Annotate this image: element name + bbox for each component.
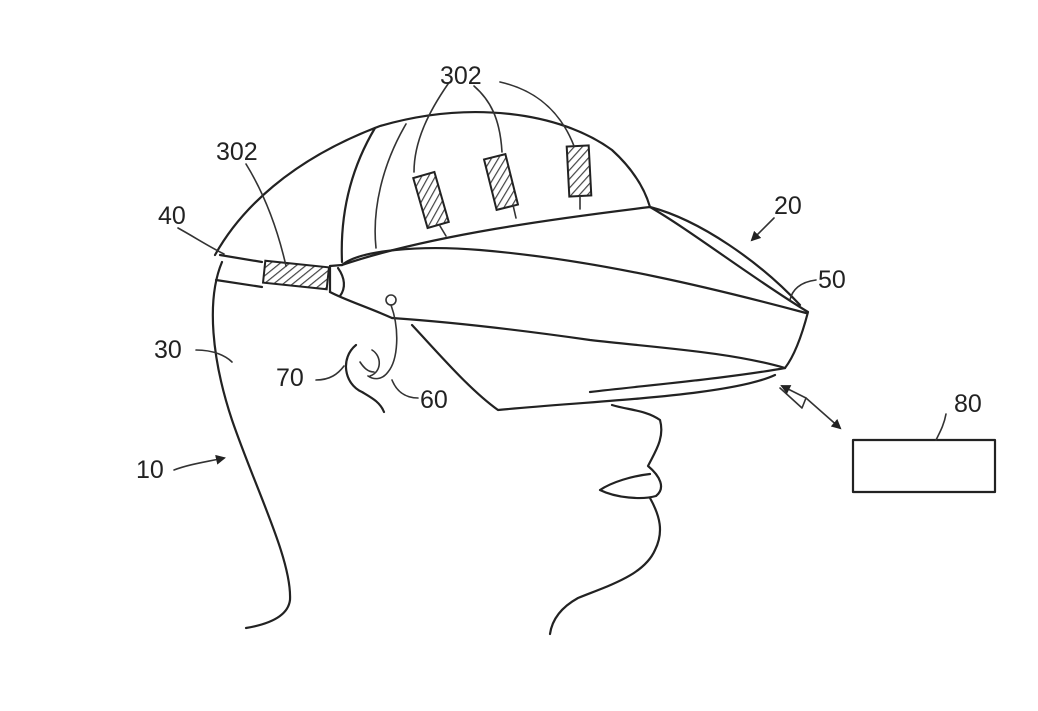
sensor-302-c <box>565 144 593 210</box>
wireless-link <box>779 385 842 430</box>
label-30: 30 <box>154 336 182 364</box>
label-40: 40 <box>158 202 186 230</box>
external-device-80 <box>851 438 997 494</box>
label-10: 10 <box>136 456 164 484</box>
leader-lines <box>173 81 947 471</box>
sensor-302-b <box>482 152 520 219</box>
head-mounted-display <box>213 111 810 412</box>
sensor-302-a <box>412 170 450 237</box>
label-20: 20 <box>774 192 802 220</box>
reference-labels: 302 302 40 20 50 30 70 60 80 10 <box>136 62 982 484</box>
label-302-top: 302 <box>440 62 482 90</box>
label-60: 60 <box>420 386 448 414</box>
label-302-left: 302 <box>216 138 258 166</box>
head-outline <box>211 260 663 636</box>
ear <box>344 343 386 414</box>
label-70: 70 <box>276 364 304 392</box>
label-50: 50 <box>818 266 846 294</box>
sensor-302-left <box>261 259 331 291</box>
label-80: 80 <box>954 390 982 418</box>
